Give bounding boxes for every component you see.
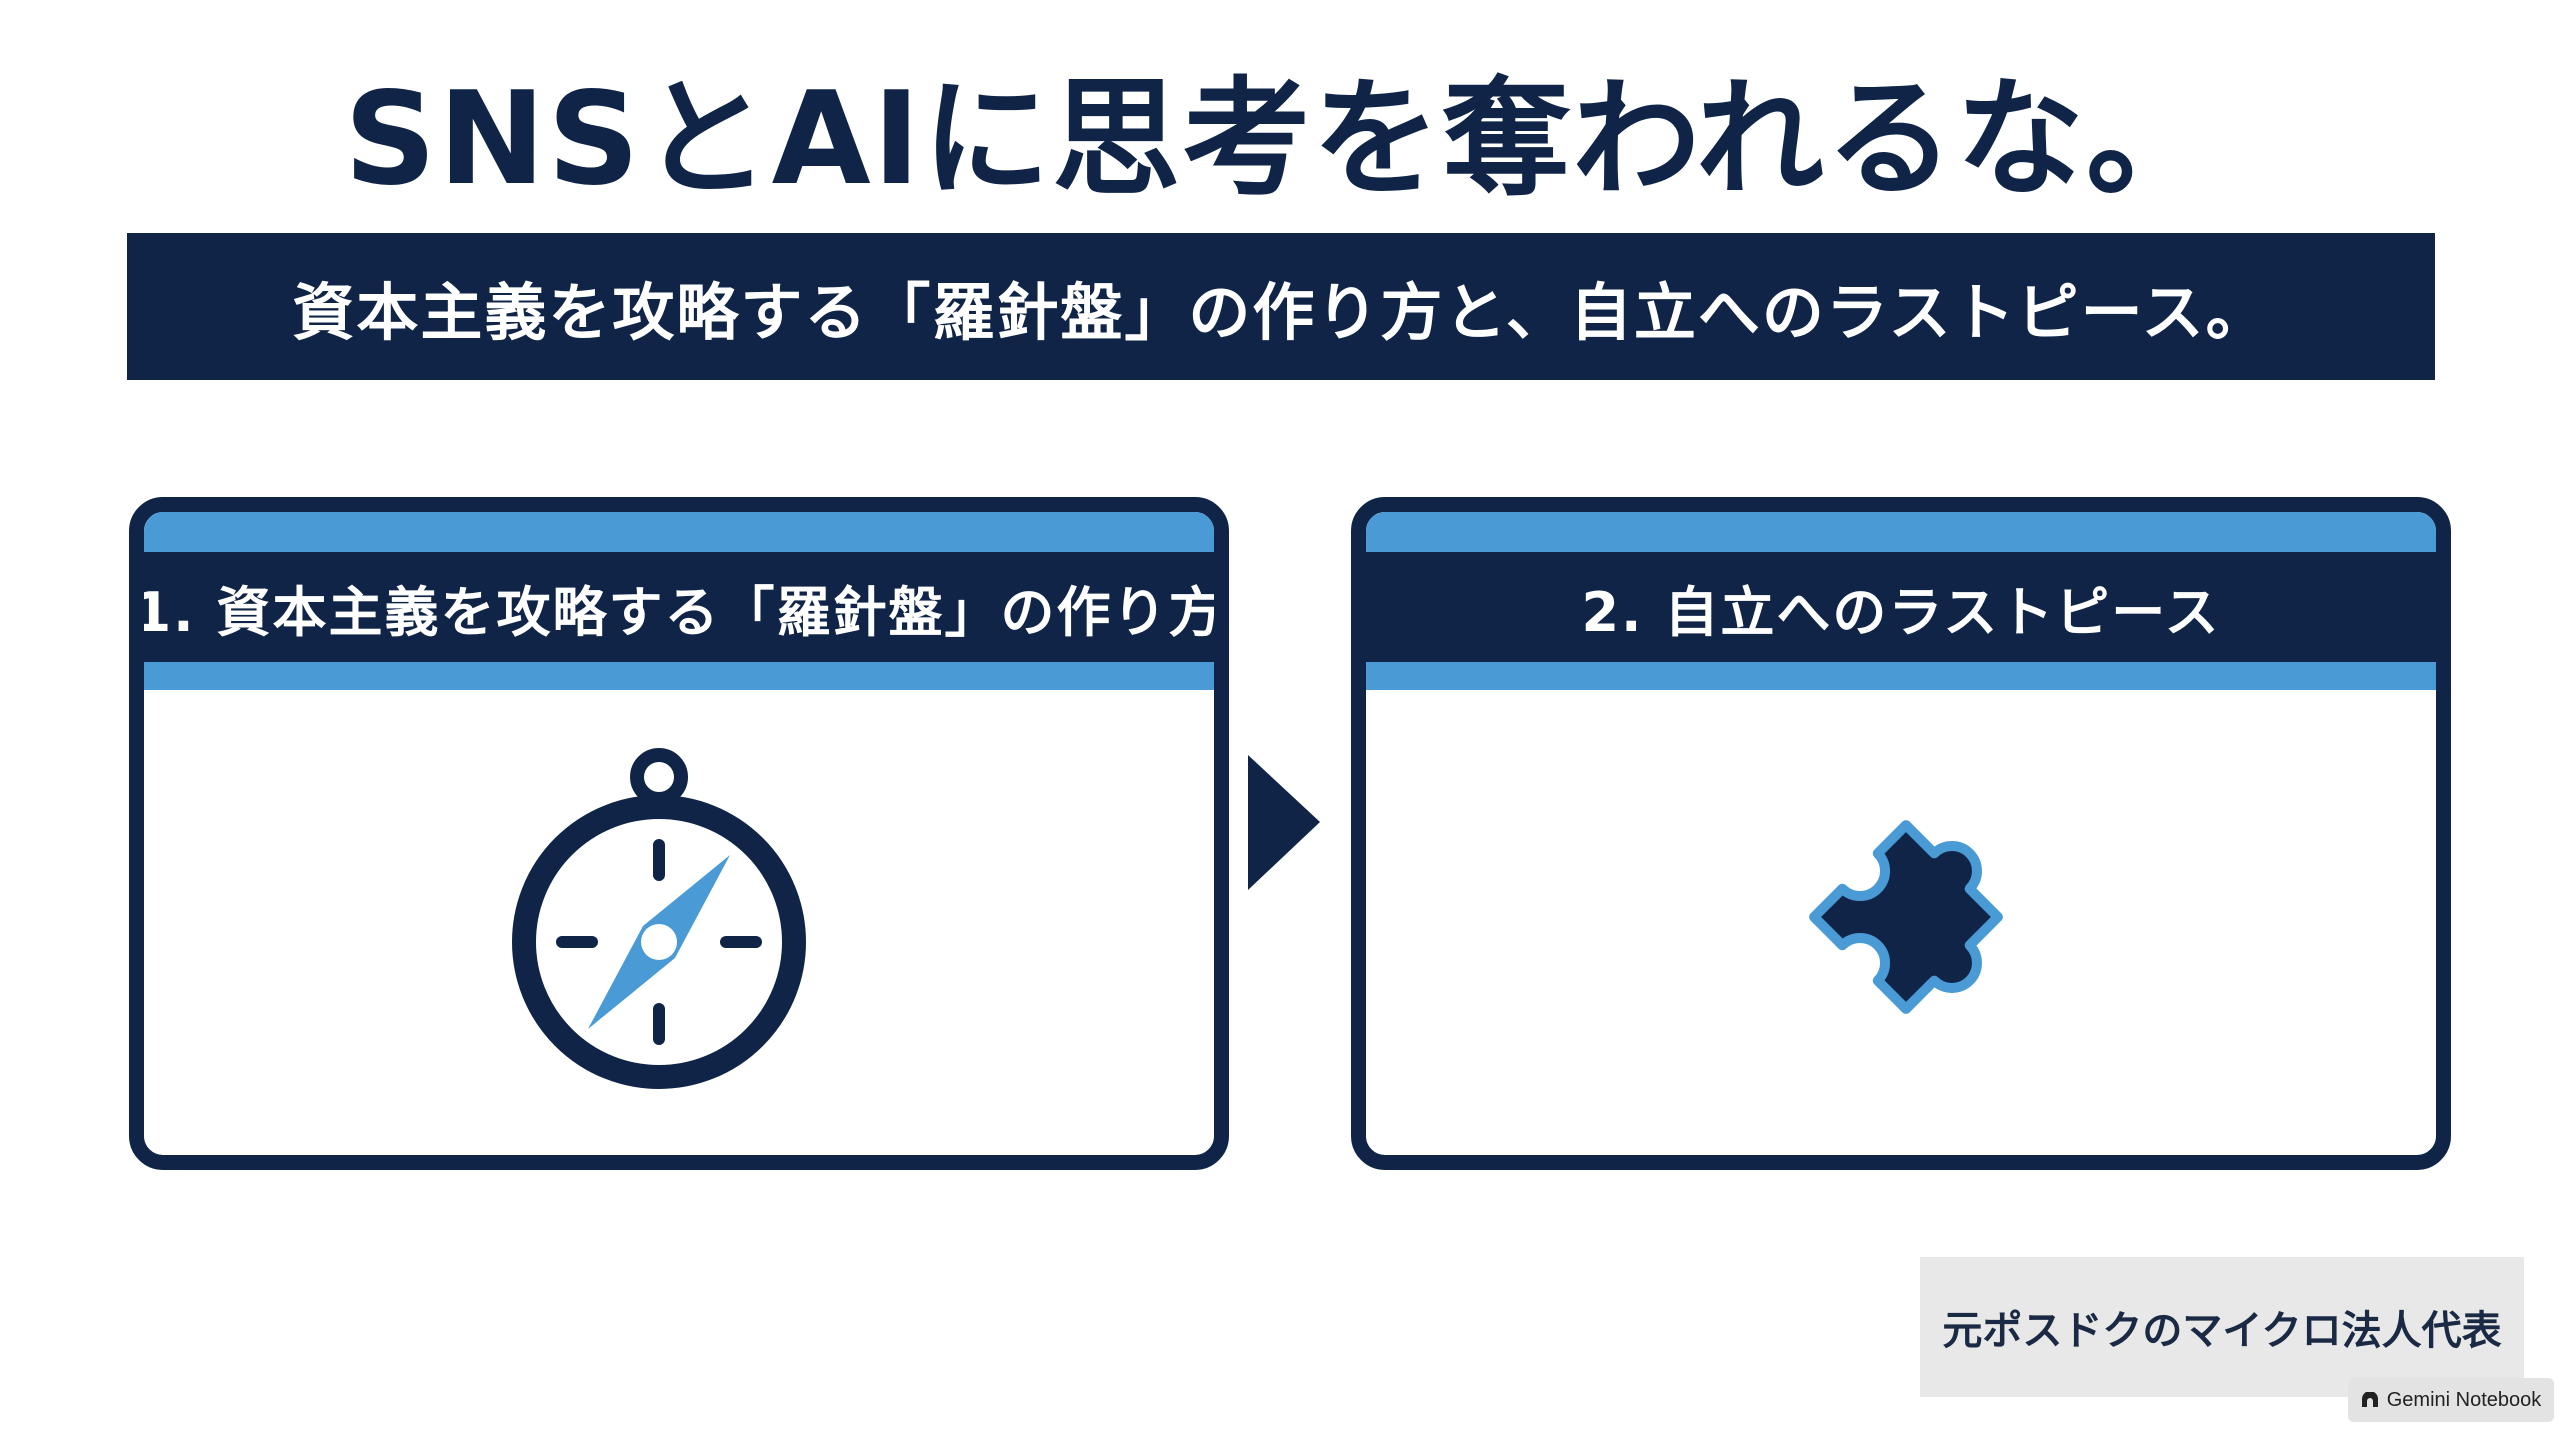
card-puzzle: 2. 自立へのラストピース	[1351, 497, 2451, 1170]
card-header: 1. 資本主義を攻略する「羅針盤」の作り方	[144, 552, 1214, 662]
author-label: 元ポスドクのマイクロ法人代表	[1920, 1257, 2524, 1397]
next-arrow-icon	[1248, 755, 1320, 890]
card-header-stripe-top	[144, 512, 1214, 552]
card-header-stripe-bottom	[144, 662, 1214, 690]
badge-text: Gemini Notebook	[2386, 1388, 2542, 1411]
card-title: 1. 資本主義を攻略する「羅針盤」の作り方	[133, 580, 1225, 644]
card-compass: 1. 資本主義を攻略する「羅針盤」の作り方	[129, 497, 1229, 1170]
subtitle-banner: 資本主義を攻略する「羅針盤」の作り方と、自立へのラストピース。	[127, 233, 2435, 380]
compass-icon	[512, 748, 806, 1089]
card-header-stripe-bottom	[1366, 662, 2436, 690]
page-title: SNSとAIに思考を奪われるな。	[344, 65, 2216, 214]
author-text: 元ポスドクのマイクロ法人代表	[1942, 1308, 2502, 1354]
card-title: 2. 自立へのラストピース	[1581, 580, 2221, 644]
gemini-notebook-badge: Gemini Notebook	[2348, 1378, 2554, 1422]
card-header: 2. 自立へのラストピース	[1366, 552, 2436, 662]
card-header-stripe-top	[1366, 512, 2436, 552]
notebook-icon	[2361, 1392, 2378, 1407]
puzzle-piece-icon	[1809, 820, 2003, 1014]
subtitle-text: 資本主義を攻略する「羅針盤」の作り方と、自立へのラストピース。	[292, 275, 2270, 349]
